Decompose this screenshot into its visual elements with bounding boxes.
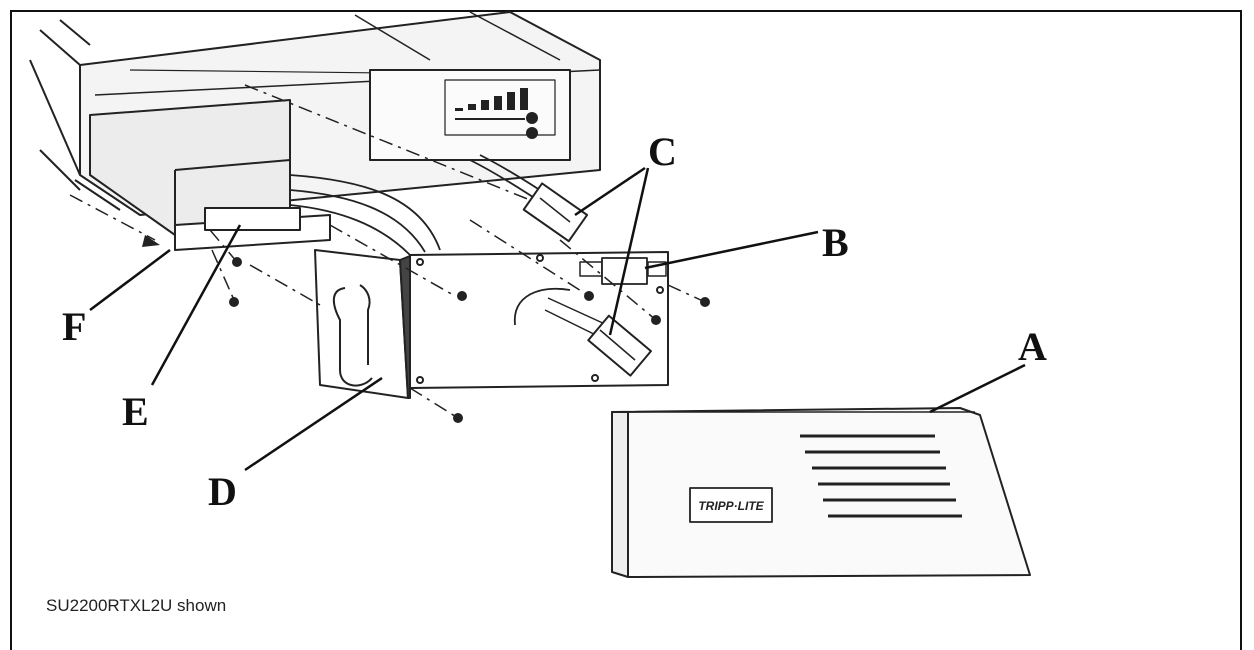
callout-d: D xyxy=(208,469,237,514)
callout-leader-lines xyxy=(89,166,1026,472)
screw-icon xyxy=(457,291,467,301)
figure-caption: SU2200RTXL2U shown xyxy=(46,596,227,615)
assembly-guide-lines xyxy=(69,84,706,419)
callout-f: F xyxy=(62,304,86,349)
callout-b: B xyxy=(822,220,849,265)
figure-frame xyxy=(10,10,1242,650)
front-bezel-cover xyxy=(611,407,1031,578)
front-bracket-handle xyxy=(314,249,411,399)
screw-icon xyxy=(453,413,463,423)
tripp-lite-logo xyxy=(689,487,773,523)
logo-text: TRIPP·LITE xyxy=(698,499,764,513)
ups-control-panel xyxy=(455,88,538,139)
power-button-icon xyxy=(526,112,538,124)
callout-c: C xyxy=(648,129,677,174)
mute-button-icon xyxy=(526,127,538,139)
callout-e: E xyxy=(122,389,149,434)
cable-connector-upper xyxy=(522,182,589,243)
cable-connector-lower xyxy=(587,314,652,377)
screw-icon xyxy=(229,297,239,307)
arrow-head-icon xyxy=(142,235,160,247)
battery-bracket xyxy=(174,207,331,251)
callout-a: A xyxy=(1018,324,1047,369)
screw-icon xyxy=(584,291,594,301)
